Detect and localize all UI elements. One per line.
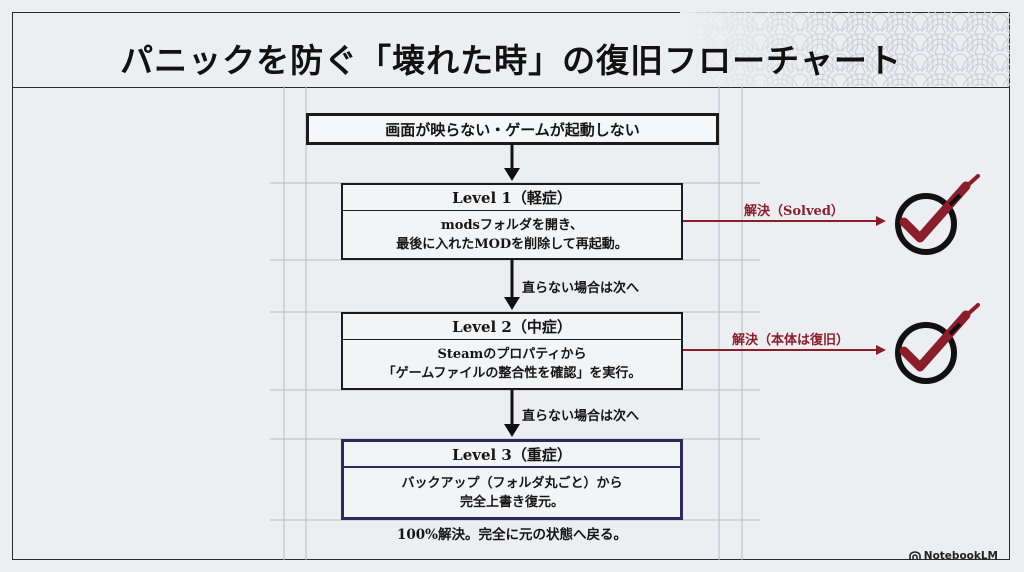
level2-box: Level 2（中症） Steamのプロパティから 「ゲームファイルの整合性を確… bbox=[341, 312, 683, 390]
next-label-1: 直らない場合は次へ bbox=[522, 281, 640, 296]
level3-line2: 完全上書き復元。 bbox=[459, 495, 564, 510]
level2-body: Steamのプロパティから 「ゲームファイルの整合性を確認」を実行。 bbox=[343, 340, 681, 388]
level2-line2: 「ゲームファイルの整合性を確認」を実行。 bbox=[382, 366, 642, 381]
check-katana-icon bbox=[895, 303, 980, 384]
next-label-2: 直らない場合は次へ bbox=[522, 409, 640, 424]
level1-result: 解決（Solved） bbox=[744, 204, 844, 219]
page-title: パニックを防ぐ「壊れた時」の復旧フローチャート bbox=[120, 41, 902, 80]
level3-heading: Level 3（重症） bbox=[344, 442, 680, 468]
level1-box: Level 1（軽症） modsフォルダを開き、 最後に入れたMODを削除して再… bbox=[341, 183, 683, 260]
level1-heading: Level 1（軽症） bbox=[343, 185, 681, 211]
brand-label: NotebookLM bbox=[923, 550, 998, 562]
level1-line1: modsフォルダを開き、 bbox=[441, 218, 583, 233]
level3-box: Level 3（重症） バックアップ（フォルダ丸ごと）から 完全上書き復元。 bbox=[341, 439, 683, 520]
check-katana-icon bbox=[895, 174, 980, 255]
slide-frame bbox=[12, 12, 1010, 560]
level2-line1: Steamのプロパティから bbox=[437, 347, 587, 362]
notebooklm-logo-icon bbox=[908, 551, 921, 560]
seigaiha-wave-pattern bbox=[680, 12, 1010, 86]
header-band: パニックを防ぐ「壊れた時」の復旧フローチャート bbox=[12, 12, 1010, 88]
final-result: 100%解決。完全に元の状態へ戻る。 bbox=[396, 527, 627, 543]
level1-body: modsフォルダを開き、 最後に入れたMODを削除して再起動。 bbox=[343, 211, 681, 259]
level3-body: バックアップ（フォルダ丸ごと）から 完全上書き復元。 bbox=[344, 468, 680, 518]
brand-mark: NotebookLM bbox=[908, 550, 998, 562]
level2-heading: Level 2（中症） bbox=[343, 314, 681, 340]
level1-line2: 最後に入れたMODを削除して再起動。 bbox=[396, 237, 628, 252]
start-box: 画面が映らない・ゲームが起動しない bbox=[306, 113, 719, 145]
level2-result: 解決（本体は復旧） bbox=[732, 333, 850, 348]
level3-line1: バックアップ（フォルダ丸ごと）から bbox=[401, 476, 623, 491]
